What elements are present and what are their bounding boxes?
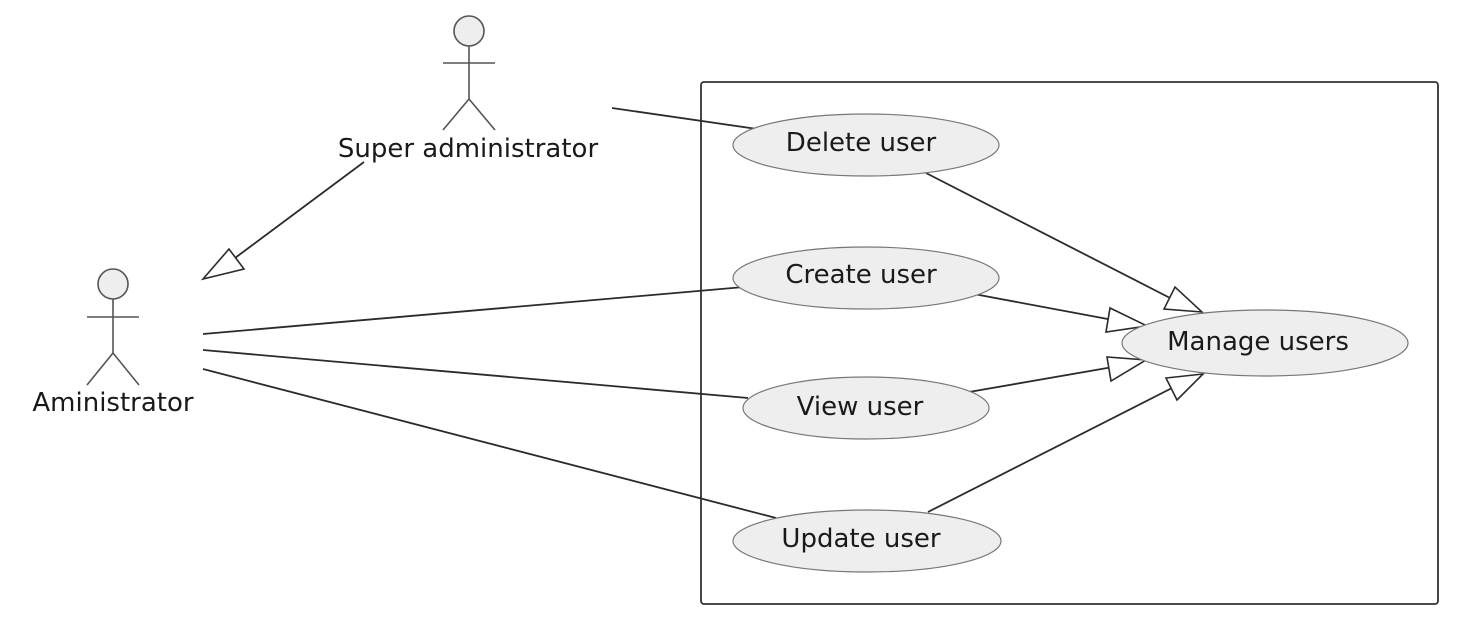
- association-admin-create-user: [202, 286, 745, 335]
- association-admin-view-user: [202, 349, 749, 399]
- use-case-view-user[interactable]: View user: [742, 376, 990, 440]
- association-super-admin-delete-user: [611, 107, 758, 130]
- use-case-label: Manage users: [1167, 327, 1349, 357]
- use-case-ellipse: [742, 376, 990, 440]
- use-case-ellipse: [732, 509, 1002, 573]
- use-case-ellipse: [732, 246, 1000, 310]
- stick-figure-icon: [442, 15, 496, 131]
- use-case-ellipse: [732, 113, 1000, 177]
- stick-figure-icon: [86, 268, 140, 386]
- generalization-create-to-manage: [973, 293, 1150, 333]
- actor-label: Aministrator: [32, 388, 194, 418]
- use-case-ellipse: [1121, 309, 1409, 377]
- use-case-delete-user[interactable]: Delete user: [732, 113, 1000, 177]
- generalization-delete-to-manage: [925, 172, 1205, 313]
- actor-super-administrator[interactable]: Super administrator: [338, 15, 599, 164]
- system-boundary: [700, 81, 1439, 605]
- actor-administrator[interactable]: Aministrator: [32, 268, 194, 418]
- use-case-manage-users[interactable]: Manage users: [1121, 309, 1409, 377]
- generalization-view-to-manage: [968, 356, 1149, 393]
- use-case-label: View user: [797, 392, 924, 422]
- actor-label: Super administrator: [338, 134, 599, 164]
- association-admin-update-user: [202, 368, 777, 519]
- use-case-label: Create user: [785, 260, 937, 290]
- generalization-update-to-manage: [927, 372, 1206, 513]
- use-case-label: Delete user: [786, 128, 937, 158]
- use-case-label: Update user: [781, 524, 940, 554]
- generalization-super-admin-to-admin: [200, 161, 365, 281]
- use-case-update-user[interactable]: Update user: [732, 509, 1002, 573]
- use-case-create-user[interactable]: Create user: [732, 246, 1000, 310]
